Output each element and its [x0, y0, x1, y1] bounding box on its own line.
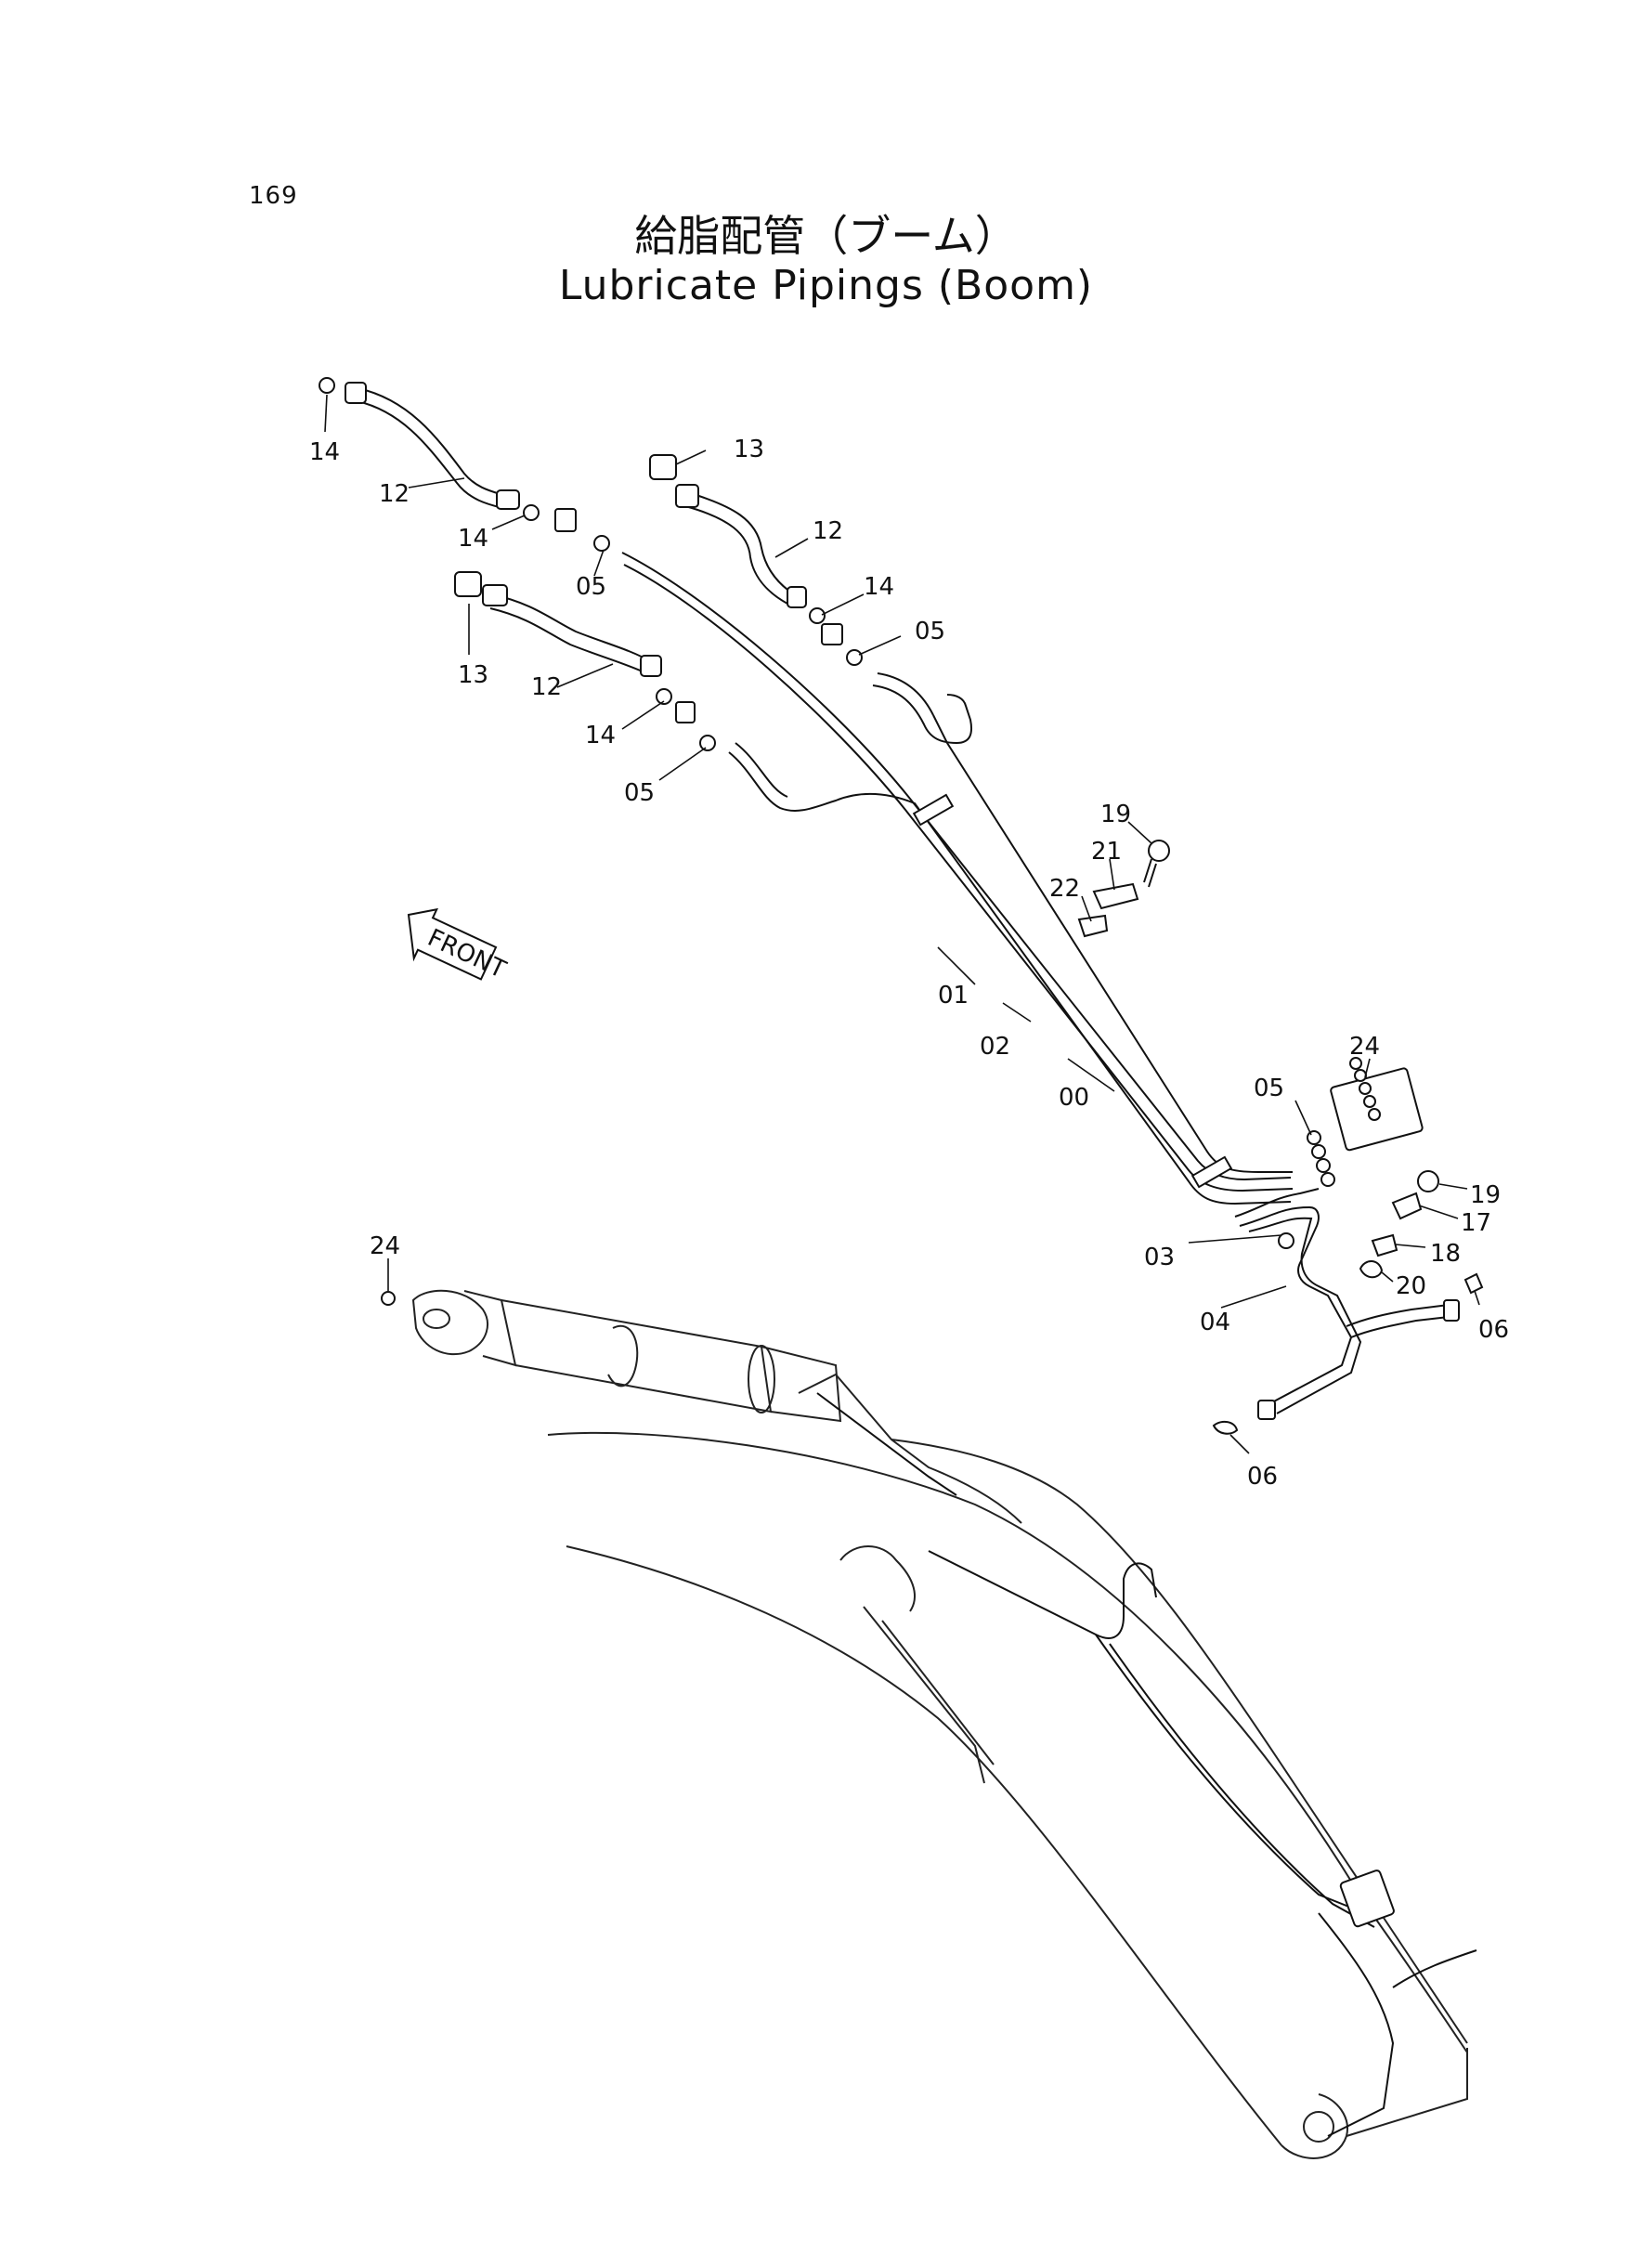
callout-14: 14 [585, 722, 616, 749]
callout-13: 13 [458, 661, 488, 689]
callout-13: 13 [734, 436, 764, 463]
callout-24: 24 [370, 1232, 400, 1260]
callout-05: 05 [624, 779, 655, 807]
callout-17: 17 [1461, 1209, 1491, 1237]
callout-14: 14 [458, 525, 488, 553]
callout-20: 20 [1396, 1272, 1426, 1300]
callout-12: 12 [813, 517, 843, 545]
front-arrow: FRONT [407, 907, 510, 984]
boom-cylinder [381, 1289, 842, 1423]
callout-14: 14 [309, 438, 340, 466]
fittings-14-13-05 [319, 377, 863, 751]
callout-05: 05 [576, 573, 606, 601]
callout-21: 21 [1091, 838, 1122, 866]
callout-12: 12 [379, 480, 410, 508]
callout-14: 14 [864, 573, 894, 601]
callout-03: 03 [1144, 1244, 1175, 1271]
page-number: 169 [249, 182, 298, 210]
callout-19: 19 [1470, 1181, 1501, 1209]
callout-19: 19 [1100, 801, 1131, 828]
boom-body [547, 1373, 1477, 2159]
callout-18: 18 [1430, 1240, 1461, 1268]
callout-05: 05 [1254, 1075, 1284, 1102]
callout-06: 06 [1247, 1463, 1278, 1491]
callout-04: 04 [1200, 1309, 1230, 1336]
bracket-parts [1077, 840, 1484, 1435]
leader-lines [324, 394, 1480, 1454]
title-japanese: 給脂配管（ブーム） [634, 211, 1018, 261]
pipes-03-04 [1234, 1188, 1460, 1420]
callout-02: 02 [980, 1033, 1010, 1061]
callout-22: 22 [1049, 875, 1080, 903]
hose-12-upper-right [675, 484, 807, 608]
callout-01: 01 [938, 982, 969, 1010]
callout-24: 24 [1349, 1033, 1380, 1061]
callout-06: 06 [1478, 1316, 1509, 1344]
main-pipes [621, 552, 1294, 1205]
manifold-block [1307, 1057, 1424, 1187]
hose-12-middle [482, 584, 662, 677]
hose-12-upper-left [345, 382, 520, 510]
title-english: Lubricate Pipings (Boom) [558, 262, 1094, 309]
callout-labels: 14 12 14 05 13 12 14 05 13 12 14 05 19 2… [309, 436, 1509, 1491]
callout-12: 12 [531, 673, 562, 701]
callout-00: 00 [1059, 1084, 1089, 1112]
callout-05: 05 [915, 618, 945, 645]
